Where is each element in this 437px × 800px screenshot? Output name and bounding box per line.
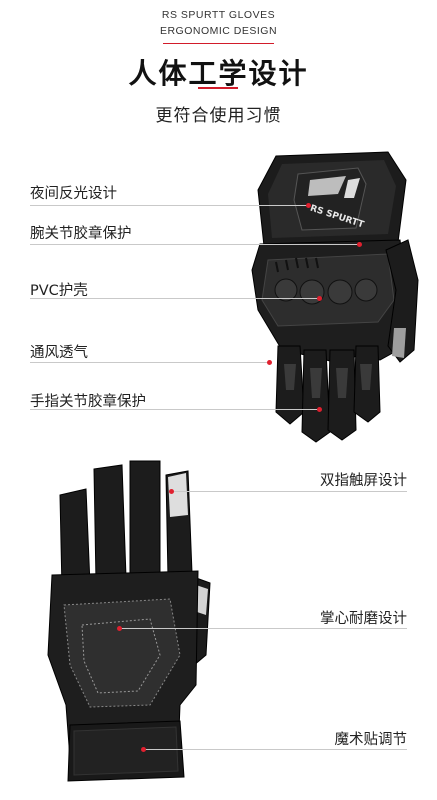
feature-reflective: 夜间反光设计 [30,186,117,202]
leader-line-touchscreen [172,491,407,492]
glove-palm-illustration [47,460,211,782]
leader-line-velcro [144,749,407,750]
feature-ventilation: 通风透气 [30,345,88,361]
feature-wrist-protection: 腕关节胶章保护 [30,226,132,242]
marker-dot-touchscreen [169,489,174,494]
leader-line-reflective [30,205,308,206]
feature-palm-durable: 掌心耐磨设计 [320,611,407,627]
leader-line-palm [120,628,407,629]
leader-line-finger [30,409,320,410]
marker-dot-finger [317,407,322,412]
feature-finger-protection: 手指关节胶章保护 [30,394,146,410]
page-subtitle: 更符合使用习惯 [155,106,282,126]
feature-velcro: 魔术贴调节 [334,732,408,748]
marker-dot-ventilation [267,360,272,365]
brand-line-2: ERGONOMIC DESIGN [159,25,278,37]
header-divider [163,43,274,44]
leader-line-ventilation [30,362,270,363]
marker-dot-velcro [141,747,146,752]
page-title: 人体工学设计 [128,57,309,90]
feature-touchscreen: 双指触屏设计 [320,473,407,489]
brand-line-1: RS SPURTT GLOVES [161,9,276,21]
feature-pvc-shell: PVC护壳 [30,283,88,299]
title-underline [198,87,238,89]
marker-dot-palm [117,626,122,631]
leader-line-pvc [30,298,320,299]
marker-dot-reflective [306,203,311,208]
marker-dot-pvc [317,296,322,301]
leader-line-wrist [30,244,360,245]
marker-dot-wrist [357,242,362,247]
